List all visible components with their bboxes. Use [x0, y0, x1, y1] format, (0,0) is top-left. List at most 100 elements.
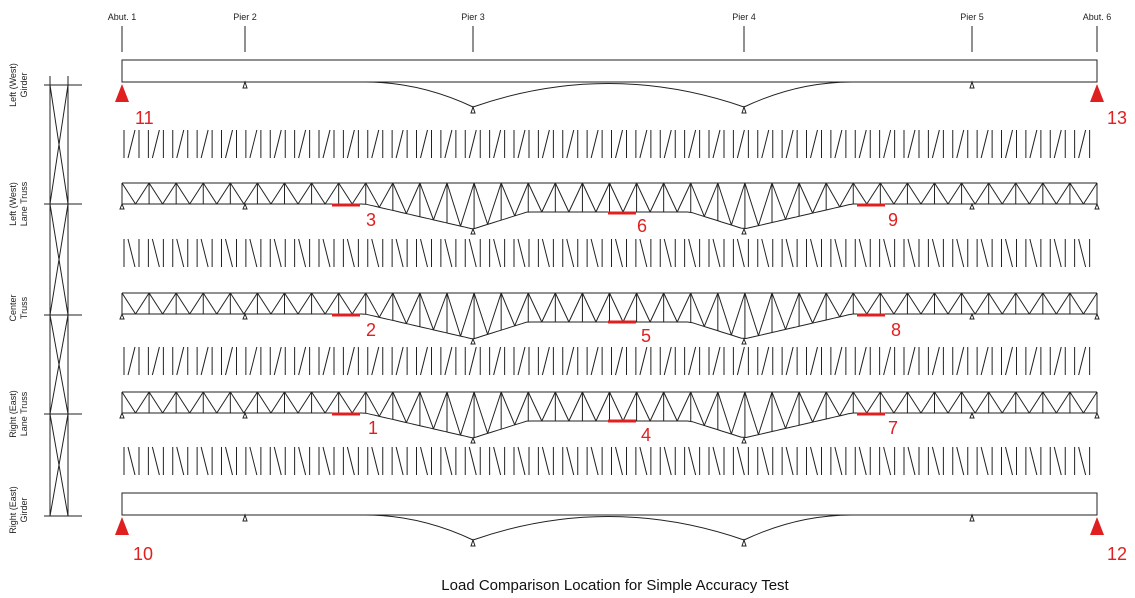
truss-diagonal — [541, 391, 556, 422]
truss-diagonal — [947, 292, 963, 315]
bracing-diagonal — [493, 238, 502, 268]
bracing-diagonal — [810, 238, 818, 268]
bracing-diagonal — [517, 446, 526, 476]
truss-diagonal — [703, 391, 719, 426]
bracing-diagonal — [615, 346, 623, 376]
figure-caption: Load Comparison Location for Simple Accu… — [441, 577, 789, 594]
truss-diagonal — [378, 391, 394, 417]
truss-diagonal — [1001, 391, 1017, 414]
truss-diagonal — [527, 391, 543, 422]
marker-10: 10 — [133, 544, 153, 564]
truss-diagonal — [514, 391, 529, 426]
truss-diagonal — [839, 182, 854, 208]
truss-diagonal — [324, 391, 340, 414]
truss-diagonal — [934, 292, 949, 315]
bracing-diagonal — [493, 346, 502, 376]
bracing-diagonal — [371, 238, 380, 268]
truss-diagonal — [893, 292, 908, 315]
bracing-diagonal — [151, 446, 160, 476]
side-label-center-truss-2: Truss — [19, 296, 29, 319]
bracing-diagonal — [541, 129, 550, 159]
bracing-diagonal — [127, 129, 136, 159]
bracing-diagonal — [1029, 446, 1038, 476]
bracing-diagonal — [1053, 129, 1062, 159]
truss-diagonal — [175, 292, 191, 315]
bracing-diagonal — [907, 129, 916, 159]
bracing-diagonal — [371, 346, 380, 376]
bracing-diagonal — [810, 129, 818, 159]
truss-diagonal — [920, 182, 935, 205]
truss-diagonal — [609, 391, 624, 422]
side-label-left-truss-2: Lane Truss — [19, 181, 29, 226]
support-label-pier2: Pier 2 — [233, 12, 257, 22]
truss-diagonal — [961, 391, 976, 414]
bracing-diagonal — [858, 346, 867, 376]
truss-diagonal — [554, 182, 570, 213]
truss-diagonal — [771, 391, 787, 429]
truss-diagonal — [595, 391, 610, 422]
truss-diagonal — [690, 292, 705, 327]
truss-diagonal — [961, 182, 976, 205]
truss-support-glyph — [1094, 411, 1100, 419]
bracing-diagonal — [907, 238, 916, 268]
truss-diagonal — [744, 182, 759, 226]
bracing-diagonal — [517, 129, 526, 159]
truss-diagonal — [460, 391, 475, 436]
truss-diagonal — [297, 182, 313, 205]
truss-diagonal — [487, 182, 502, 225]
bracing-diagonal — [639, 238, 648, 268]
bracing-diagonal — [273, 346, 282, 376]
truss-diagonal — [717, 182, 732, 226]
truss-diagonal — [229, 182, 245, 205]
support-labels: Abut. 1 Pier 2 Pier 3 Pier 4 Pier 5 Abut… — [108, 12, 1112, 22]
truss-diagonal — [825, 292, 841, 318]
truss-diagonal — [934, 182, 949, 205]
bracing-diagonal — [541, 346, 550, 376]
bracing-diagonal — [639, 446, 648, 476]
truss-diagonal — [649, 391, 665, 422]
truss-diagonal — [270, 292, 285, 315]
truss-diagonal — [324, 292, 340, 315]
marker-3: 3 — [366, 210, 376, 230]
bracing-diagonal — [1078, 446, 1087, 476]
truss-diagonal — [988, 182, 1003, 205]
truss-diagonal — [581, 391, 597, 422]
truss-diagonal — [663, 182, 678, 213]
bracing-diagonal — [810, 346, 818, 376]
bracing-diagonal — [907, 346, 916, 376]
bracing-diagonal — [785, 446, 794, 476]
bracing-diagonal — [444, 238, 453, 268]
marker-13: 13 — [1107, 108, 1127, 128]
truss-diagonal — [690, 182, 705, 217]
bracing-diagonal — [858, 238, 867, 268]
truss-diagonal — [757, 391, 773, 435]
bracing-diagonal — [468, 238, 477, 268]
truss-diagonal — [636, 182, 651, 213]
bracing-diagonal — [566, 346, 575, 376]
truss-diagonal — [744, 292, 759, 336]
truss-diagonal — [175, 182, 191, 205]
truss-diagonal — [717, 292, 732, 336]
truss-diagonal — [162, 292, 177, 315]
bracing-diagonal — [420, 346, 428, 376]
bracing-diagonal — [883, 129, 892, 159]
support-label-pier5: Pier 5 — [960, 12, 984, 22]
bracing-row-1 — [123, 129, 1091, 159]
truss-diagonal — [297, 292, 313, 315]
bracing-diagonal — [956, 446, 965, 476]
bracing-diagonal — [1053, 238, 1062, 268]
truss-diagonal — [338, 391, 353, 414]
truss-support-glyph — [470, 227, 476, 235]
truss-diagonal — [514, 182, 529, 217]
truss-diagonal — [920, 292, 935, 315]
bracing-diagonal — [1029, 346, 1038, 376]
truss-diagonal — [162, 182, 177, 205]
marker-1: 1 — [368, 418, 378, 438]
truss-diagonal — [1042, 292, 1057, 315]
bracing-diagonal — [956, 129, 965, 159]
bracing-diagonal — [298, 446, 307, 476]
bracing-diagonal — [493, 446, 502, 476]
bracing-diagonal — [1078, 238, 1087, 268]
bracing-diagonal — [151, 346, 160, 376]
truss-diagonal — [1083, 182, 1098, 205]
